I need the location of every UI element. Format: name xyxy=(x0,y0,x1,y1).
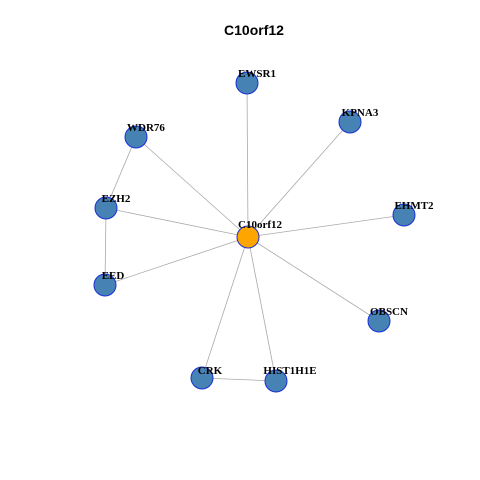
node-label-hist1h1e: HIST1H1E xyxy=(263,365,316,377)
edge-c10orf12-ewsr1 xyxy=(246,82,249,238)
edge-c10orf12-crk xyxy=(201,236,249,379)
node-label-crk: CRK xyxy=(198,365,223,377)
node-label-wdr76: WDR76 xyxy=(127,122,165,134)
node-label-ehmt2: EHMT2 xyxy=(394,200,434,212)
node-label-ewsr1: EWSR1 xyxy=(238,68,276,80)
node-obscn[interactable] xyxy=(367,309,391,333)
node-wdr76[interactable] xyxy=(124,125,148,149)
node-ewsr1[interactable] xyxy=(235,71,259,95)
edge-c10orf12-hist1h1e xyxy=(247,236,277,382)
edge-ezh2-eed xyxy=(104,207,107,286)
node-ezh2[interactable] xyxy=(94,196,118,220)
node-ehmt2[interactable] xyxy=(392,203,416,227)
edges-layer xyxy=(104,82,405,382)
edge-c10orf12-ehmt2 xyxy=(247,214,405,238)
node-kpna3[interactable] xyxy=(338,110,362,134)
node-label-c10orf12: C10orf12 xyxy=(238,219,282,231)
graph-title: C10orf12 xyxy=(224,22,284,38)
edge-c10orf12-kpna3 xyxy=(247,121,351,238)
node-hist1h1e[interactable] xyxy=(264,369,288,393)
node-eed[interactable] xyxy=(93,273,117,297)
edge-c10orf12-wdr76 xyxy=(135,136,249,238)
node-c10orf12[interactable] xyxy=(236,225,260,249)
edge-c10orf12-eed xyxy=(104,236,249,286)
nodes-layer xyxy=(93,71,416,393)
edge-c10orf12-ezh2 xyxy=(105,207,249,238)
node-label-eed: EED xyxy=(102,270,125,282)
node-label-ezh2: EZH2 xyxy=(102,193,131,205)
node-crk[interactable] xyxy=(190,366,214,390)
node-label-kpna3: KPNA3 xyxy=(342,107,379,119)
edge-c10orf12-obscn xyxy=(247,236,380,322)
edge-wdr76-ezh2 xyxy=(105,136,137,209)
edge-crk-hist1h1e xyxy=(201,377,277,382)
node-label-obscn: OBSCN xyxy=(370,306,408,318)
